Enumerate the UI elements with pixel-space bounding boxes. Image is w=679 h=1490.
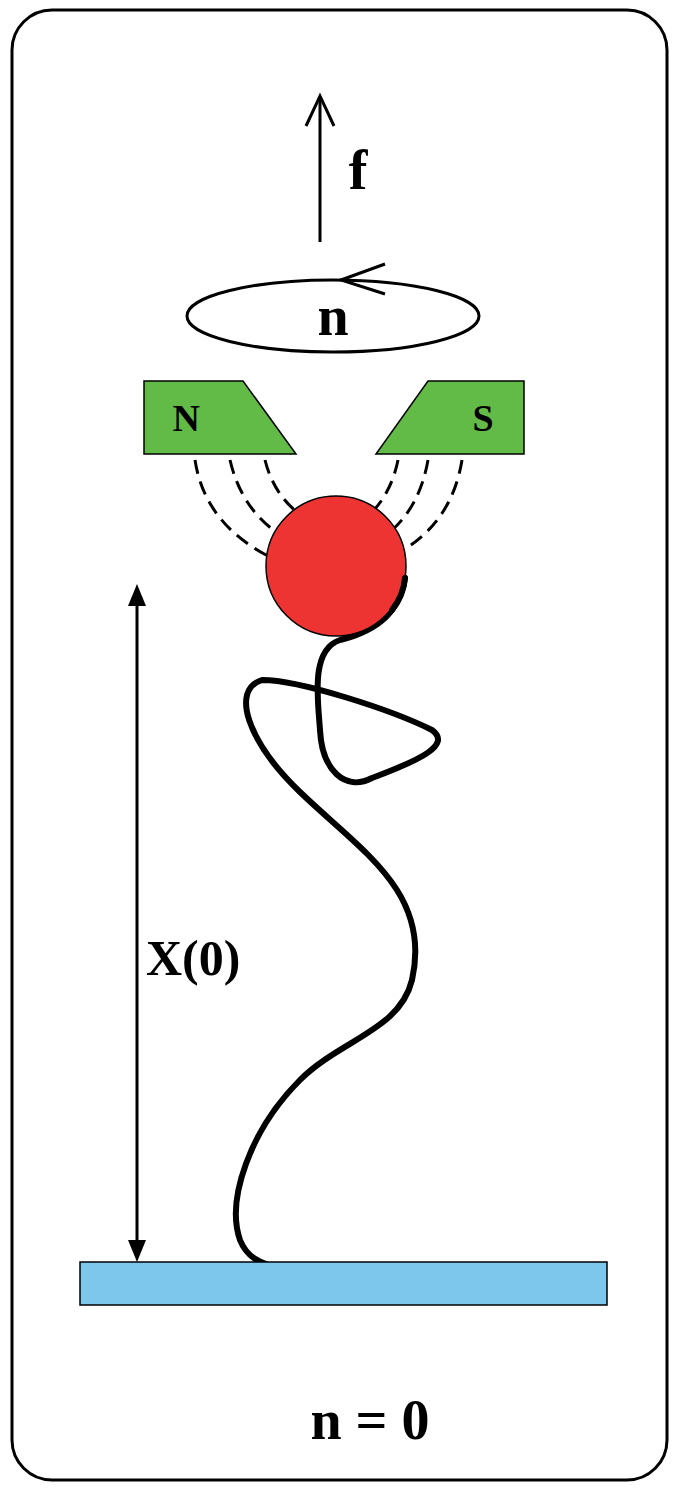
- magnet-north: N: [143, 380, 297, 455]
- extension-label: X(0): [146, 933, 240, 983]
- magnetic-bead: [266, 496, 406, 636]
- force-arrowhead: [306, 96, 334, 126]
- turns-label: n = 0: [310, 1392, 429, 1448]
- magnet-north-outline: [143, 380, 297, 455]
- tether-attachment: [392, 578, 405, 610]
- magnet-body: [144, 381, 296, 454]
- extension-arrowhead-top: [128, 584, 146, 606]
- panel-frame: [12, 10, 667, 1480]
- node-label: n: [317, 288, 348, 344]
- node-label: S: [472, 399, 493, 437]
- rotation-ellipse: n: [185, 278, 481, 354]
- magnet-south-outline: [375, 380, 525, 455]
- dna-tether: [236, 578, 442, 1278]
- rotation-path: [187, 280, 479, 352]
- node-label: N: [172, 399, 199, 437]
- extension-arrowhead-bottom: [128, 1240, 146, 1262]
- magnet-south: S: [375, 380, 525, 455]
- force-label: f: [349, 142, 368, 198]
- force-arrow: [319, 98, 322, 242]
- extension-arrow: [136, 600, 139, 1246]
- magnet-body: [376, 381, 524, 454]
- surface: [80, 1262, 607, 1305]
